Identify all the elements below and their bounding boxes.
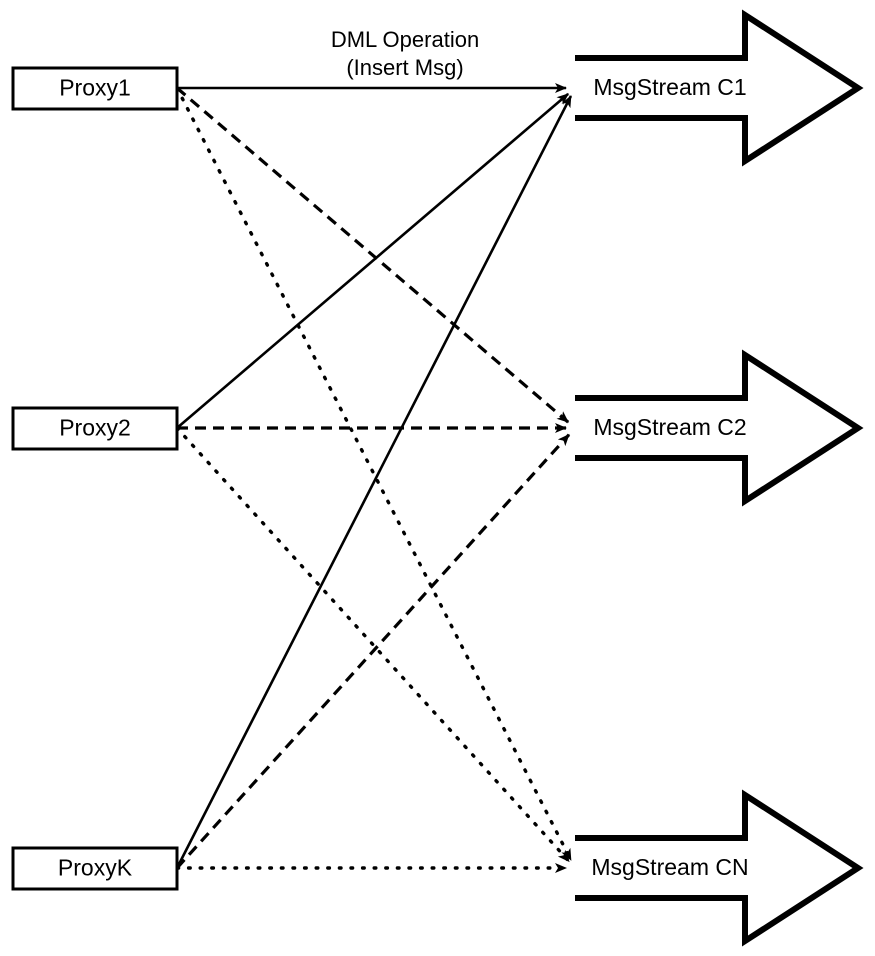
msgstream-arrow-shape xyxy=(575,9,864,167)
edge-proxyk-to-stream_c2 xyxy=(175,433,571,870)
edge-proxyk-to-stream_c1 xyxy=(175,95,573,869)
dml-operation-label-line1: DML Operation xyxy=(331,27,479,52)
msgstream-label: MsgStream CN xyxy=(591,854,748,880)
msgstream-node-stream_c2[interactable]: MsgStream C2 xyxy=(575,349,864,507)
proxy-node-proxy1[interactable]: Proxy1 xyxy=(11,66,179,111)
proxy-label: Proxy1 xyxy=(59,75,131,101)
edge-proxy1-to-stream_c2 xyxy=(175,86,570,424)
proxy-box xyxy=(11,846,179,891)
msgstream-node-stream_c1[interactable]: MsgStream C1 xyxy=(575,9,864,167)
proxy-box xyxy=(11,406,179,451)
proxy-label: Proxy2 xyxy=(59,415,131,441)
edges-layer xyxy=(175,83,573,873)
proxy-node-proxy2[interactable]: Proxy2 xyxy=(11,406,179,451)
edge-proxy2-to-stream_cn xyxy=(175,426,571,864)
msgstream-arrow-shape xyxy=(575,789,864,947)
msgstream-arrow-shape xyxy=(575,349,864,507)
proxy-node-proxyk[interactable]: ProxyK xyxy=(11,846,179,891)
msgstream-label: MsgStream C1 xyxy=(593,74,746,100)
streams-layer: MsgStream C1 MsgStream C2 MsgStream CN xyxy=(575,9,864,947)
msgstream-label: MsgStream C2 xyxy=(593,414,746,440)
edge-proxy1-to-stream_cn xyxy=(175,86,573,862)
proxy-box xyxy=(11,66,179,111)
proxy-label: ProxyK xyxy=(58,855,133,881)
dml-operation-label-line2: (Insert Msg) xyxy=(346,55,463,80)
edge-proxy2-to-stream_c1 xyxy=(176,92,570,429)
msgstream-node-stream_cn[interactable]: MsgStream CN xyxy=(575,789,864,947)
